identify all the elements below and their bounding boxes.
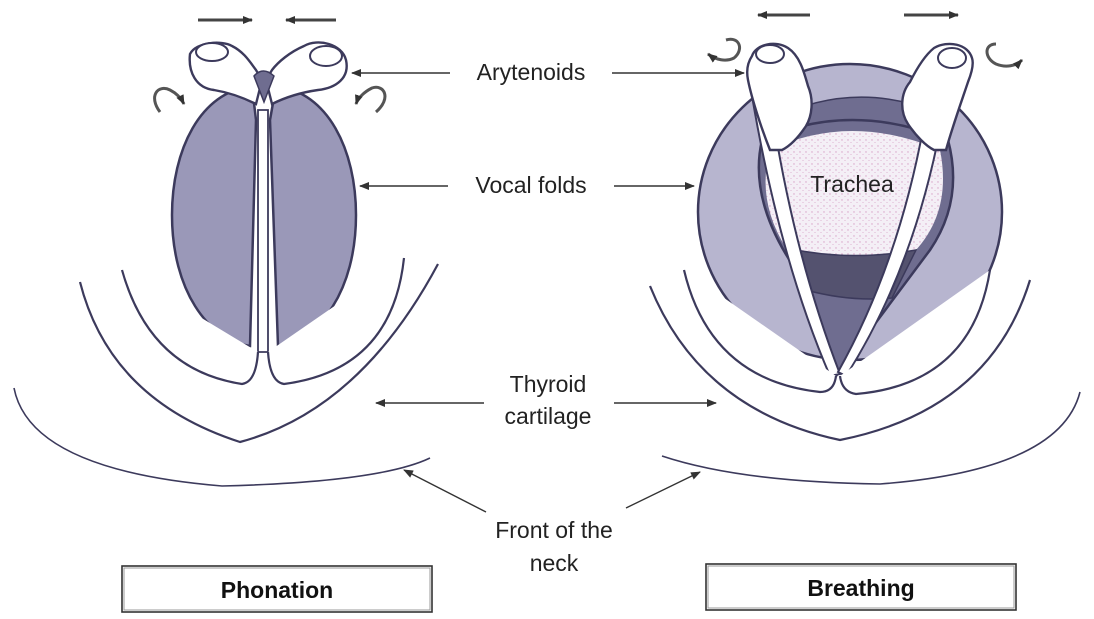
label-arytenoids: Arytenoids bbox=[477, 59, 586, 85]
rotation-arrow-left-open bbox=[708, 39, 740, 60]
pointer-front-right bbox=[626, 472, 700, 508]
label-vocal-folds: Vocal folds bbox=[475, 172, 586, 198]
pointer-front-left bbox=[404, 470, 486, 512]
glottis-closed bbox=[258, 110, 268, 352]
label-thyroid-line2: cartilage bbox=[505, 403, 592, 429]
rotation-arrow-left bbox=[155, 88, 184, 112]
label-thyroid-line1: Thyroid bbox=[510, 371, 587, 397]
breathing-panel bbox=[650, 15, 1080, 484]
neck-front-curve-left bbox=[14, 388, 430, 486]
rotation-arrow-right bbox=[356, 87, 385, 112]
label-front-line2: neck bbox=[530, 550, 579, 576]
vocal-fold-left bbox=[172, 86, 256, 346]
caption-phonation: Phonation bbox=[122, 566, 432, 612]
caption-text-phonation: Phonation bbox=[221, 577, 333, 603]
caption-text-breathing: Breathing bbox=[807, 575, 914, 601]
arytenoid-knob-left bbox=[196, 43, 228, 61]
label-front-line1: Front of the bbox=[495, 517, 613, 543]
arytenoid-knob-right bbox=[310, 46, 342, 66]
arytenoid-knob-left-open bbox=[756, 45, 784, 63]
neck-front-curve-right bbox=[662, 392, 1080, 484]
label-trachea: Trachea bbox=[810, 171, 894, 197]
arytenoid-knob-right-open bbox=[938, 48, 966, 68]
phonation-panel bbox=[14, 20, 438, 486]
caption-breathing: Breathing bbox=[706, 564, 1016, 610]
rotation-arrow-right-open bbox=[987, 44, 1022, 66]
